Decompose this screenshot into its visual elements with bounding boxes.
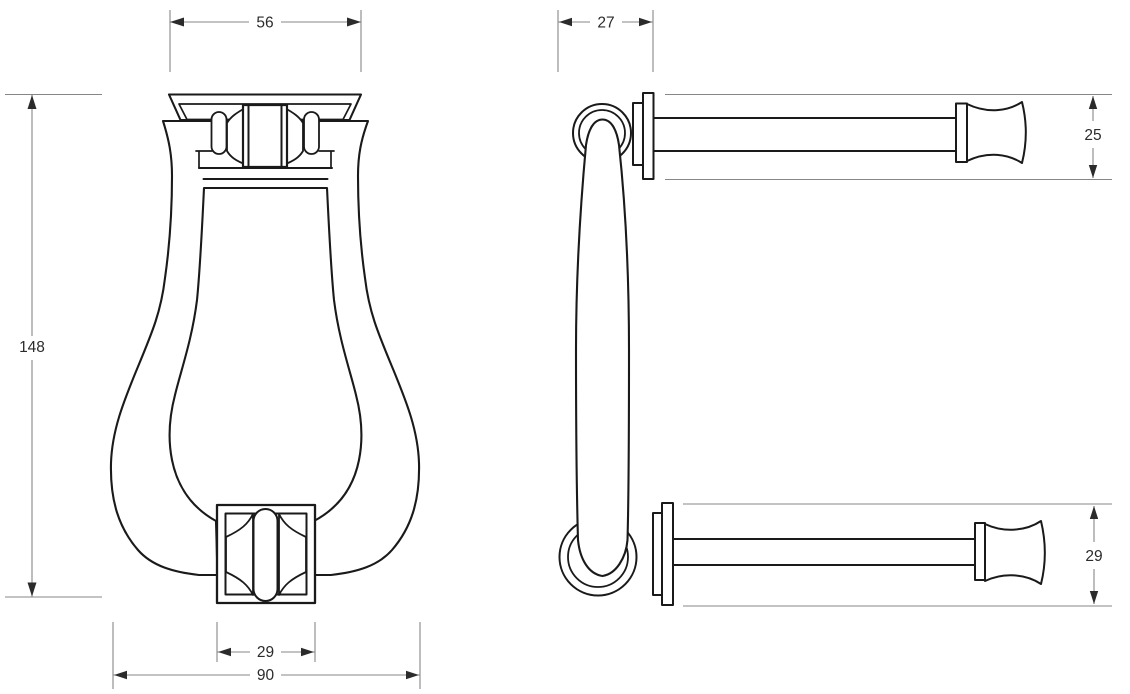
hinge-capsule-right	[303, 111, 320, 155]
handle-strap-profile	[574, 118, 631, 578]
top-fixing-front-plate	[642, 92, 655, 180]
dim-side-projection-label: 27	[597, 15, 614, 32]
striker-spool-right	[278, 513, 307, 596]
dimension-front-striker-width: 29	[216, 622, 316, 662]
striker-spool-left	[225, 513, 254, 596]
arrowhead-left-icon	[218, 647, 231, 657]
dim-front-overall-height-label: 148	[19, 339, 45, 356]
arrowhead-left-icon	[559, 17, 572, 27]
arrowhead-down-icon	[1088, 165, 1098, 178]
dimension-side-projection: 27	[557, 10, 654, 72]
bottom-nut-body	[984, 520, 1046, 585]
arrowhead-down-icon	[27, 582, 37, 597]
arrowhead-down-icon	[1089, 591, 1099, 604]
arrowhead-up-icon	[1088, 96, 1098, 109]
dim-front-top-width-label: 56	[256, 15, 273, 32]
arrowhead-right-icon	[301, 647, 314, 657]
hinge-centre-block-edges	[247, 104, 283, 168]
bottom-fixing-front-plate	[661, 502, 674, 606]
bottom-threaded-rod	[672, 538, 976, 566]
arrowhead-right-icon	[406, 670, 419, 680]
shoulder-step-lines	[195, 150, 335, 169]
side-view: 27 25	[557, 10, 1112, 607]
arrowhead-left-icon	[170, 17, 184, 27]
top-backplate-inner-border	[178, 103, 352, 121]
dim-front-striker-width-label: 29	[257, 644, 274, 661]
arrowhead-right-icon	[639, 17, 652, 27]
dim-side-top-fixing-label: 25	[1084, 127, 1101, 144]
arrowhead-up-icon	[1089, 506, 1099, 519]
dimension-front-overall-height: 148	[5, 93, 102, 598]
dimension-side-bottom-fixing: 29	[683, 503, 1112, 607]
top-nut-body	[966, 101, 1027, 164]
dimension-front-top-width: 56	[169, 10, 362, 72]
dim-side-bottom-fixing-label: 29	[1085, 548, 1102, 565]
dimension-front-overall-width: 90	[112, 622, 421, 689]
top-threaded-rod	[652, 117, 957, 152]
hinge-centre-block	[241, 103, 289, 169]
hinge-lower-bar	[198, 167, 333, 180]
top-nut-flange	[955, 102, 968, 163]
bottom-fixing-back-plate	[652, 512, 663, 596]
arrowhead-up-icon	[27, 95, 37, 109]
hinge-capsule-left	[210, 111, 228, 155]
dimension-side-top-fixing: 25	[665, 93, 1112, 181]
striker-capsule	[252, 508, 279, 602]
arrowhead-right-icon	[347, 17, 361, 27]
top-fixing-back-plate	[632, 102, 644, 166]
front-view: 56 148	[5, 10, 421, 689]
dim-front-overall-width-label: 90	[257, 667, 275, 684]
bottom-nut-flange	[974, 522, 986, 581]
arrowhead-left-icon	[114, 670, 127, 680]
